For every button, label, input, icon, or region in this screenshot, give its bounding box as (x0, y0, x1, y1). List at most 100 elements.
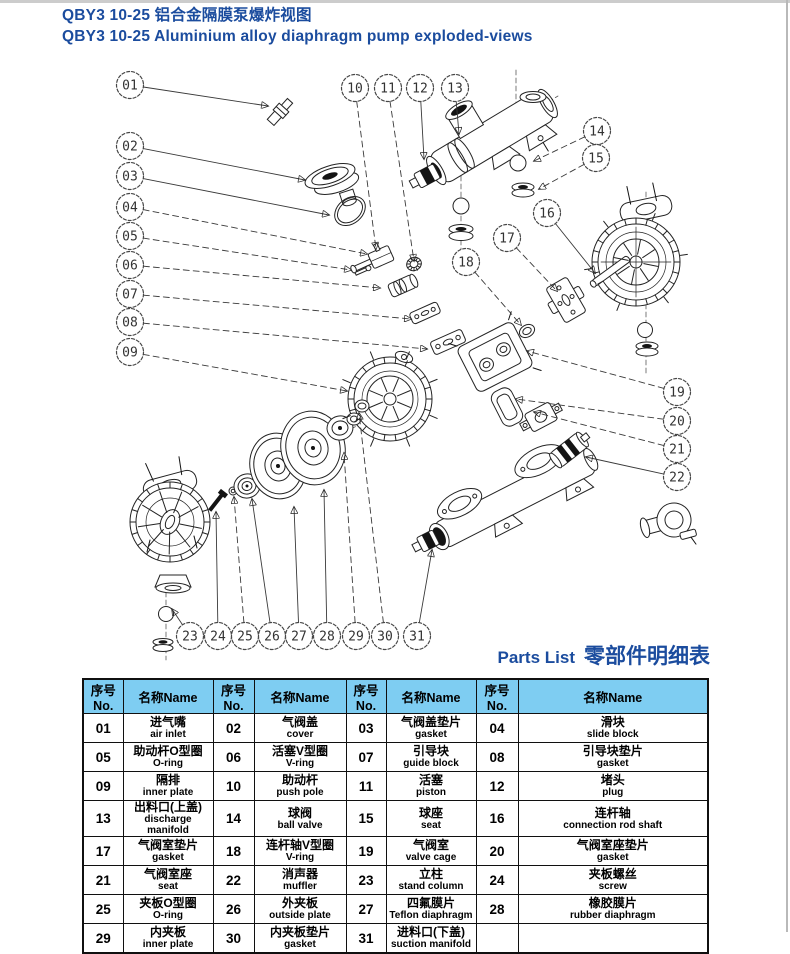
part-name-cn: 进料口(下盖) (397, 925, 465, 939)
callout-number: 28 (319, 630, 335, 645)
leader-line-25 (234, 497, 245, 623)
callout-03: 03 (115, 161, 145, 191)
part-no: 04 (475, 713, 519, 743)
air-valve-cover-drawing (304, 163, 360, 195)
part-name-cn: 夹板O型圈 (139, 896, 197, 910)
part-no: 03 (345, 713, 387, 743)
part-name-cn: 活塞 (418, 773, 443, 787)
central-housing-drawing (347, 350, 433, 442)
part-name-cn: 气阀盖 (281, 715, 318, 729)
part-no: 02 (212, 713, 255, 743)
callout-11: 11 (373, 73, 403, 103)
callout-13: 13 (440, 73, 470, 103)
leader-line-9 (142, 353, 347, 391)
callout-24: 24 (203, 621, 233, 651)
col-header-name: 名称Name (253, 678, 347, 714)
part-no: 18 (212, 836, 255, 866)
part-no: 14 (212, 800, 255, 837)
leader-line-30 (359, 413, 384, 624)
part-name-cn: 气阀室垫片 (137, 838, 198, 852)
part-name-en: muffler (283, 881, 317, 892)
diaphragm-stack-drawing (208, 399, 370, 512)
callout-number: 07 (122, 288, 138, 303)
parts-list-heading-en: Parts List (497, 648, 575, 667)
leader-line-27 (294, 507, 299, 623)
part-name-en: guide block (403, 758, 459, 769)
part-name-cn: 球座 (418, 805, 443, 820)
callout-19: 19 (662, 377, 692, 407)
page-top-edge (0, 0, 790, 3)
callout-04: 04 (115, 192, 145, 222)
part-name-cn: 隔排 (155, 773, 180, 787)
page-title-cn: QBY3 10-25 铝合金隔膜泵爆炸视图 (62, 7, 312, 24)
leader-line-20 (516, 399, 665, 420)
callout-number: 29 (348, 630, 364, 645)
callout-20: 20 (662, 406, 692, 436)
callout-number: 19 (669, 386, 685, 401)
part-name-en: gasket (284, 939, 316, 950)
part-no: 12 (475, 771, 519, 801)
callout-number: 10 (347, 82, 363, 97)
part-name-en: seat (157, 881, 178, 892)
callout-number: 26 (264, 630, 280, 645)
part-name-en: push pole (276, 787, 324, 798)
small-parts-cluster (350, 242, 466, 355)
part-name-en: V-ring (285, 758, 315, 769)
part-no: 29 (82, 923, 124, 954)
leader-line-19 (527, 351, 665, 389)
callout-number: 25 (237, 630, 253, 645)
callout-number: 22 (669, 471, 685, 486)
elbow-drawing (639, 502, 697, 545)
part-name-cn: 外夹板 (281, 896, 318, 910)
part-name-en: stand column (398, 881, 464, 892)
page-title-en: QBY3 10-25 Aluminium alloy diaphragm pum… (62, 28, 533, 45)
callout-21: 21 (662, 434, 692, 464)
leader-line-21 (534, 412, 665, 447)
part-name-en: suction manifold (391, 939, 471, 950)
part-no: 25 (82, 894, 124, 924)
part-name-cn: 连杆轴V型圈 (265, 838, 334, 852)
callout-28: 28 (312, 621, 342, 651)
callout-16: 16 (532, 198, 562, 228)
suction-plug-drawing (411, 529, 440, 553)
part-name-cn: 气阀室座 (143, 867, 192, 881)
plug-drawing (408, 163, 441, 189)
callout-number: 04 (122, 201, 138, 216)
part-name-cn: 消声器 (281, 867, 318, 881)
callout-22: 22 (662, 462, 692, 492)
callout-number: 16 (539, 207, 555, 222)
part-name-en: gasket (152, 852, 184, 863)
callout-09: 09 (115, 337, 145, 367)
part-name-cn: 引导块垫片 (582, 744, 643, 758)
leader-line-13 (456, 100, 459, 134)
callout-number: 18 (458, 256, 474, 271)
col-header-no: 序号No. (82, 678, 124, 714)
callout-number: 20 (669, 415, 685, 430)
part-name-en: slide block (586, 729, 639, 740)
col-header-no: 序号No. (212, 678, 255, 714)
leader-line-7 (142, 294, 411, 319)
part-no: 30 (212, 923, 255, 954)
part-no: 07 (345, 742, 387, 772)
callout-number: 08 (122, 316, 138, 331)
part-name-cn: 滑块 (600, 715, 625, 729)
part-no: 15 (345, 800, 387, 837)
part-name-en: gasket (596, 758, 629, 769)
